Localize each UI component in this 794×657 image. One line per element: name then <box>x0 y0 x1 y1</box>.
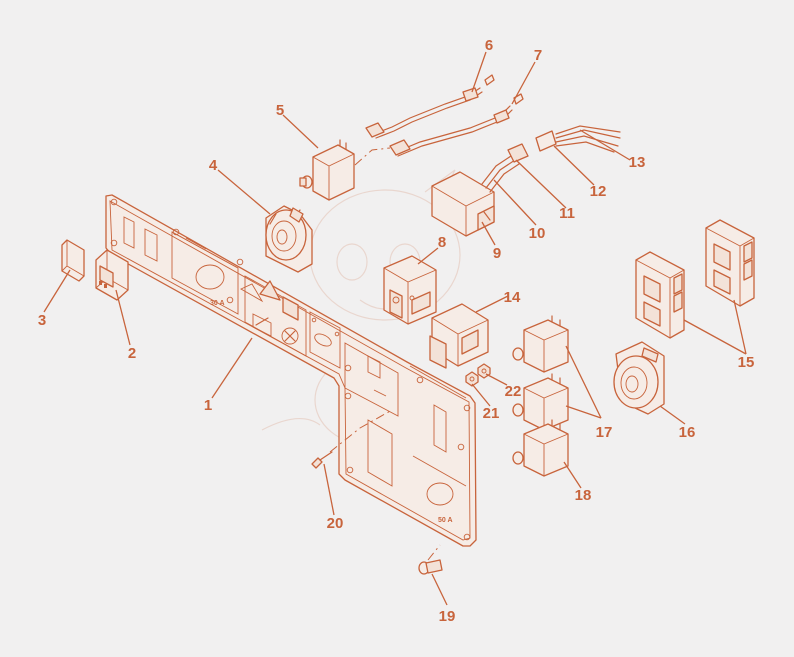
callout-8: 8 <box>438 234 446 251</box>
part-19-screw <box>418 559 443 575</box>
part-8-receptacle-relay <box>383 255 437 325</box>
leader-lines <box>43 51 747 606</box>
part-2-rocker-switch <box>95 249 129 301</box>
part-3-cover-plate <box>61 239 85 282</box>
callout-11: 11 <box>559 205 575 222</box>
callout-16: 16 <box>679 424 696 441</box>
wire-harness-10-13 <box>481 125 621 193</box>
part-18-breaker <box>512 419 569 477</box>
callout-21: 21 <box>483 405 500 422</box>
wires-6-7 <box>365 74 524 157</box>
callout-15: 15 <box>738 354 755 371</box>
callout-5: 5 <box>276 102 284 119</box>
callout-2: 2 <box>128 345 136 362</box>
callout-18: 18 <box>575 487 592 504</box>
callout-3: 3 <box>38 312 46 329</box>
callout-13: 13 <box>629 154 646 171</box>
part-16-twist-lock-outlet <box>613 341 665 415</box>
part-4-twist-lock-outlet <box>265 205 313 273</box>
control-panel: 30 A 50 A <box>105 194 477 547</box>
part-17-breaker-b <box>512 373 569 431</box>
part-9-electronic-module <box>431 171 495 237</box>
assembly-line-5 <box>354 147 391 166</box>
callout-4: 4 <box>209 157 218 174</box>
part-15-gfci-outlet-b <box>705 219 755 307</box>
part-14-relay <box>429 303 489 369</box>
assembly-line-19 <box>427 544 441 561</box>
callout-10: 10 <box>529 225 546 242</box>
callout-20: 20 <box>327 515 344 532</box>
assembly-line-20 <box>329 409 393 453</box>
callout-6: 6 <box>485 37 493 54</box>
callout-14: 14 <box>504 289 521 306</box>
part-5-breaker <box>299 139 355 201</box>
callout-17: 17 <box>596 424 613 441</box>
panel-mark-30a: 30 A <box>210 300 225 307</box>
callout-19: 19 <box>439 608 456 625</box>
callout-9: 9 <box>493 245 501 262</box>
callout-22: 22 <box>505 383 522 400</box>
panel-mark-50a: 50 A <box>438 517 453 524</box>
part-15-gfci-outlet-a <box>635 251 685 339</box>
part-20-screw <box>311 451 333 469</box>
parts-21-22-nuts <box>465 363 491 387</box>
part-17-breaker-a <box>512 315 569 373</box>
callout-12: 12 <box>590 183 607 200</box>
callout-labels: 1 2 3 4 5 6 7 8 9 10 11 12 13 14 15 16 1… <box>38 37 755 625</box>
callout-1: 1 <box>204 397 212 414</box>
callout-7: 7 <box>534 47 542 64</box>
